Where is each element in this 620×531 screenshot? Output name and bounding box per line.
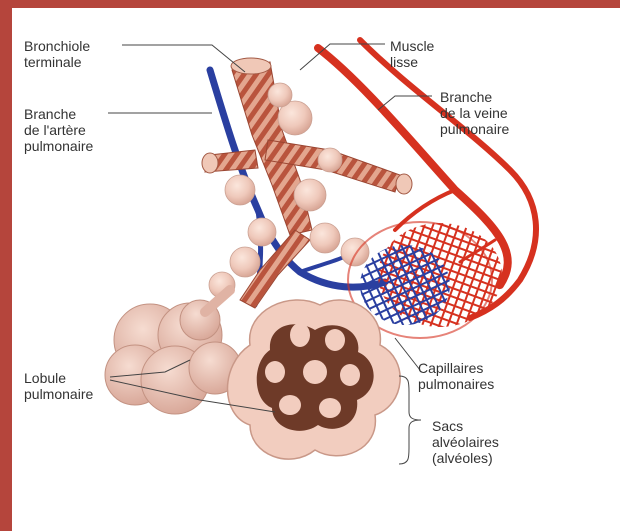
label-terminal-bronchiole: Bronchiole terminale	[24, 38, 90, 70]
label-alveolar-sacs: Sacs alvéolaires (alvéoles)	[432, 418, 499, 466]
label-pulmonary-artery-branch: Branche de l'artère pulmonaire	[24, 106, 93, 154]
alveolar-sacs-brace	[395, 372, 425, 468]
label-smooth-muscle: Muscle lisse	[390, 38, 434, 70]
lobule-cluster	[105, 300, 241, 414]
alveolar-sacs-section	[228, 300, 401, 459]
label-pulmonary-capillaries: Capillaires pulmonaires	[418, 360, 494, 392]
label-pulmonary-vein-branch: Branche de la veine pulmonaire	[440, 89, 509, 137]
label-pulmonary-lobule: Lobule pulmonaire	[24, 370, 93, 402]
